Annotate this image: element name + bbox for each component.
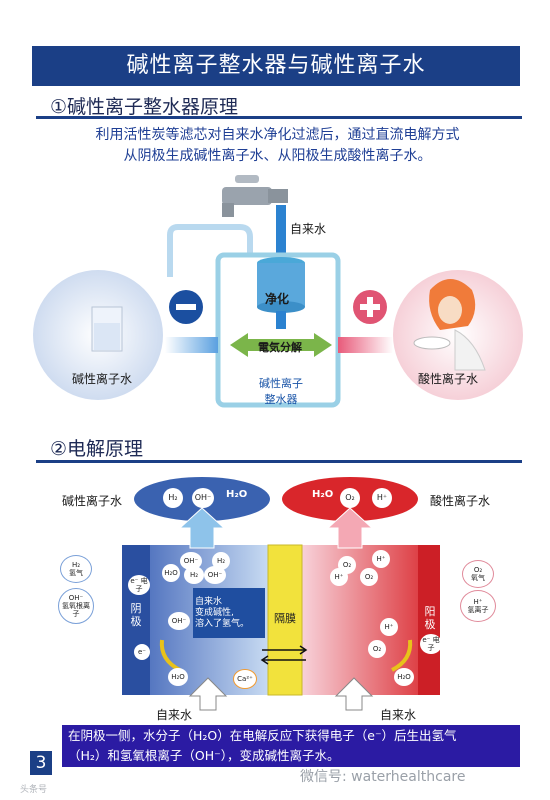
molecule-h2o-top-left: H₂O: [226, 489, 248, 500]
molecule-h2-1: H₂: [212, 552, 230, 570]
molecule-oh-2: OH⁻: [204, 566, 226, 584]
molecule-h-plus-3: H⁺: [380, 618, 398, 636]
legend-oh-name: 氢氧根离子: [62, 602, 90, 618]
cathode-explanation-note: 在阴极一侧，水分子（H₂O）在电解反应下获得电子（e⁻）后生出氢气 （H₂）和氢…: [62, 725, 520, 767]
electrolysis-arrow: [230, 333, 332, 357]
section1-heading: ①碱性离子整水器原理: [50, 96, 239, 118]
molecule-h-plus-2: H⁺: [330, 568, 348, 586]
molecule-oh-1: OH⁻: [180, 552, 202, 570]
acid-label-2: 酸性离子水: [430, 494, 491, 508]
molecule-h2o-1: H₂O: [162, 564, 180, 582]
plus-icon: [353, 290, 387, 324]
legend-o2-name: 氧气: [471, 574, 485, 582]
molecule-oh-3: OH⁻: [168, 612, 190, 630]
page-number: 3: [30, 751, 52, 775]
cathode-note-line1: 自来水: [195, 596, 223, 607]
device-label-line2: 整水器: [264, 393, 298, 406]
electron-badge-right: e⁻ 电子: [420, 634, 442, 654]
legend-o2: O₂ 氧气: [462, 560, 494, 588]
molecule-oh-top: OH⁻: [192, 488, 214, 508]
molecule-h2-2: H₂: [184, 566, 204, 584]
cathode-note-line3: 溶入了氢气。: [195, 618, 250, 629]
alkaline-water-label: 碱性离子水: [72, 372, 133, 386]
molecule-h-plus-1: H⁺: [372, 550, 390, 568]
faucet-icon: [222, 175, 288, 217]
section1-divider: [36, 116, 522, 119]
purify-label: 净化: [265, 292, 290, 306]
legend-oh: OH⁻ 氢氧根离子: [58, 588, 94, 624]
water-ionizer-illustration: [33, 175, 523, 408]
section2-divider: [36, 460, 522, 463]
legend-h2-symbol: H₂: [71, 561, 81, 569]
note-line-1: 在阴极一侧，水分子（H₂O）在电解反应下获得电子（e⁻）后生出氢气: [68, 728, 457, 743]
electron-badge-left: e⁻ 电子: [128, 575, 150, 595]
minus-icon: [169, 290, 203, 324]
tap-pipe: [167, 224, 253, 275]
note-line-2: （H₂）和氢氧根离子（OH⁻），变成碱性离子水。: [68, 748, 340, 763]
section2-heading: ②电解原理: [50, 438, 144, 460]
molecule-h-plus-top: H⁺: [372, 488, 392, 508]
inlet-left-label: 自来水: [156, 708, 193, 722]
ion-exchange-arrows: [260, 645, 308, 665]
tap-water-stream: [276, 205, 286, 265]
right-inlet-arrow: [334, 677, 374, 711]
molecule-h2o-top-right: H₂O: [312, 489, 334, 500]
alkaline-flow-arrow: [165, 337, 218, 353]
device-label: 碱性离子 整水器: [251, 375, 311, 407]
device-label-line1: 碱性离子: [259, 377, 303, 390]
legend-h2: H₂ 氢气: [60, 555, 92, 583]
section1-intro: 利用活性炭等滤芯对自来水净化过滤后，通过直流电解方式 从阴极生成碱性离子水、从阳…: [40, 125, 515, 167]
calcium-ion: Ca²⁺: [233, 669, 257, 689]
left-inlet-arrow: [188, 677, 228, 711]
inlet-right-label: 自来水: [380, 708, 417, 722]
electrolysis-label: 電気分解: [258, 341, 302, 354]
legend-oh-symbol: OH⁻: [68, 594, 84, 602]
legend-h-plus: H⁺ 氢离子: [460, 590, 496, 622]
anode-plate: [418, 545, 440, 695]
cathode-note-line2: 变成碱性,: [195, 607, 234, 618]
electron-cathode: e⁻: [134, 644, 150, 660]
cathode-note-box: [193, 588, 265, 638]
glass-icon: [91, 306, 123, 352]
intro-line-2: 从阴极生成碱性离子水、从阳极生成酸性离子水。: [123, 148, 432, 164]
acid-flow-arrow: [338, 337, 393, 353]
molecule-h2o-3: H₂O: [394, 668, 414, 686]
molecule-h2o-2: H₂O: [168, 668, 188, 686]
intro-line-1: 利用活性炭等滤芯对自来水净化过滤后，通过直流电解方式: [95, 127, 460, 143]
membrane-label: 隔膜: [274, 611, 296, 625]
alkaline-up-arrow: [178, 507, 226, 549]
molecule-h2-top: H₂: [163, 488, 183, 508]
molecule-o2-top: O₂: [340, 488, 360, 508]
molecule-o2-2: O₂: [360, 568, 378, 586]
legend-h-plus-name: 氢离子: [467, 606, 489, 614]
toutiao-watermark: 头条号: [20, 785, 48, 795]
anode-label: 阳极: [424, 605, 436, 631]
anode-curve-arrow: [391, 639, 413, 672]
ionizer-device-box: [215, 252, 341, 408]
face-washing-person-icon: [413, 279, 486, 371]
legend-o2-symbol: O₂: [473, 566, 483, 574]
acid-up-arrow: [326, 507, 374, 549]
wechat-watermark: 微信号: waterhealthcare: [300, 769, 466, 785]
legend-h-plus-symbol: H⁺: [473, 598, 483, 606]
cathode-plate: [122, 545, 150, 695]
molecule-o2-3: O₂: [368, 640, 386, 658]
membrane: [267, 544, 303, 696]
filter-outlet: [276, 311, 286, 329]
alkaline-label-2: 碱性离子水: [62, 494, 123, 508]
cathode-label: 阴极: [130, 602, 142, 628]
cathode-note: 自来水 变成碱性, 溶入了氢气。: [195, 588, 263, 638]
filter-cartridge-icon: [257, 257, 305, 313]
acid-water-label: 酸性离子水: [418, 372, 479, 386]
legend-h2-name: 氢气: [69, 569, 83, 577]
tap-water-label: 自来水: [290, 222, 327, 236]
page-title: 碱性离子整水器与碱性离子水: [32, 46, 520, 86]
